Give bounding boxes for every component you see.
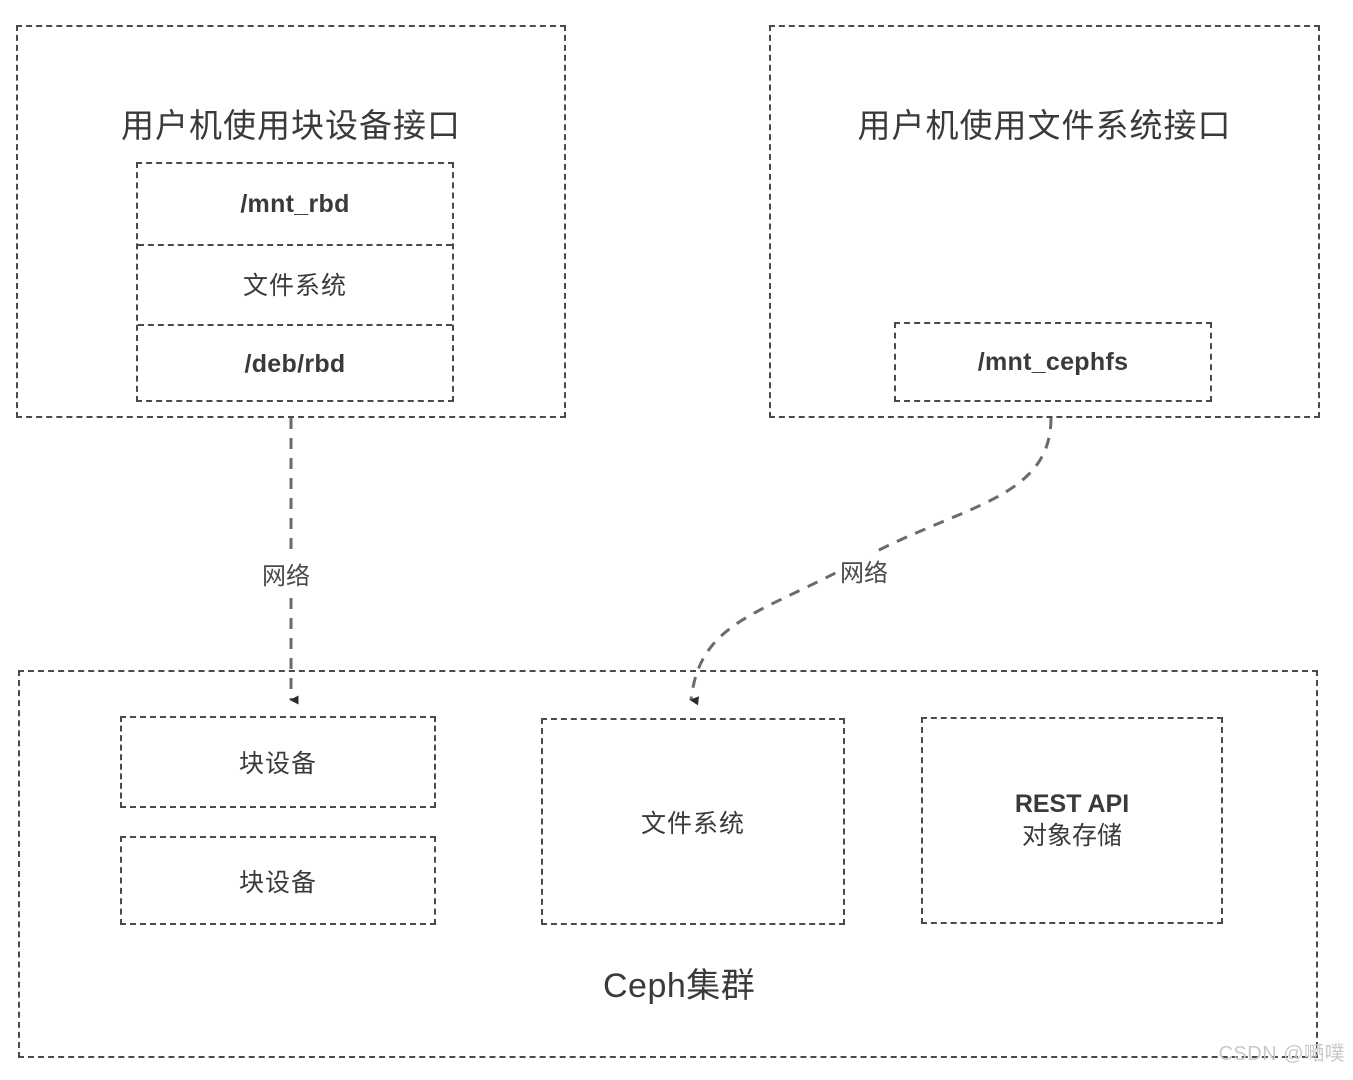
rbd-filesystem-label: 文件系统	[242, 272, 347, 300]
csdn-watermark: CSDN @嗮噗	[1218, 1043, 1345, 1065]
rbd-mount-label: /mnt_rbd	[240, 189, 350, 218]
block-device-label-2: 块设备	[238, 868, 317, 897]
object-store-api-label: REST API	[1014, 790, 1130, 819]
object-store-box: REST API 对象存储	[921, 717, 1223, 924]
ceph-cluster-label: Ceph集群	[603, 967, 756, 1005]
cephfs-mount-label: /mnt_cephfs	[977, 347, 1129, 376]
ceph-cluster-panel: 块设备 块设备 文件系统 REST API 对象存储 Ceph集群	[18, 670, 1318, 1058]
rbd-stack-row-dev: /deb/rbd	[138, 324, 452, 404]
block-device-box-1: 块设备	[120, 716, 436, 808]
rbd-stack: /mnt_rbd 文件系统 /deb/rbd	[136, 162, 454, 402]
rbd-stack-divider-2	[138, 324, 452, 326]
cephfs-mount-box: /mnt_cephfs	[894, 322, 1212, 402]
cephfs-network-label: 网络	[836, 553, 892, 588]
rbd-stack-divider-1	[138, 244, 452, 246]
rbd-stack-row-filesystem: 文件系统	[138, 244, 452, 324]
rbd-device-label: /deb/rbd	[244, 349, 346, 378]
rbd-stack-row-mnt: /mnt_rbd	[138, 164, 452, 244]
cluster-filesystem-box: 文件系统	[541, 718, 845, 925]
block-client-panel-title: 用户机使用块设备接口	[121, 107, 461, 144]
fs-client-panel: 用户机使用文件系统接口 /mnt_cephfs	[769, 25, 1320, 418]
block-client-panel: 用户机使用块设备接口 /mnt_rbd 文件系统 /deb/rbd	[16, 25, 566, 418]
rbd-network-label: 网络	[258, 556, 314, 591]
fs-client-panel-title: 用户机使用文件系统接口	[857, 107, 1232, 144]
object-store-storage-label: 对象存储	[1021, 821, 1122, 850]
block-device-box-2: 块设备	[120, 836, 436, 925]
cluster-filesystem-label: 文件系统	[640, 809, 745, 838]
block-device-label-1: 块设备	[238, 750, 317, 778]
